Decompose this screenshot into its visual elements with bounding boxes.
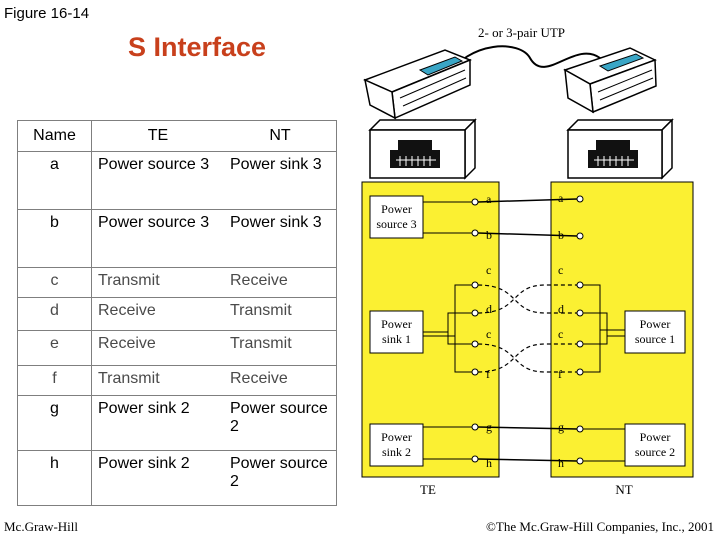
svg-text:h: h	[486, 456, 492, 470]
svg-text:f: f	[558, 367, 562, 381]
te-power-sink-2-box: Power sink 2	[369, 423, 424, 467]
copyright-footer: ©The Mc.Graw-Hill Companies, Inc., 2001	[486, 519, 714, 534]
te-wiring	[423, 201, 472, 460]
svg-text:source 2: source 2	[635, 445, 675, 459]
table-row: f Transmit Receive	[17, 365, 337, 396]
row-nt: Transmit	[224, 330, 337, 366]
row-te: Receive	[91, 297, 224, 331]
table-row: c Transmit Receive	[17, 267, 337, 298]
svg-text:d: d	[486, 302, 492, 316]
row-te: Power sink 2	[91, 395, 224, 451]
row-te: Transmit	[91, 365, 224, 396]
svg-text:c: c	[486, 327, 491, 341]
row-name: f	[17, 365, 92, 396]
svg-text:a: a	[486, 192, 492, 206]
row-name: g	[17, 395, 92, 451]
slide-title: S Interface	[128, 32, 267, 62]
twisted-pair-wires	[477, 284, 577, 373]
te-plug-icon	[363, 49, 472, 120]
table-row: h Power sink 2 Power source 2	[17, 450, 337, 506]
row-nt: Transmit	[224, 297, 337, 331]
row-te: Receive	[91, 330, 224, 366]
figure-label: Figure 16-14	[4, 5, 90, 22]
te-jack-icon	[368, 118, 477, 180]
header-nt: NT	[224, 120, 337, 152]
row-nt: Power sink 3	[224, 151, 337, 210]
row-name: a	[17, 151, 92, 210]
svg-text:Power: Power	[640, 317, 671, 331]
table-row: e Receive Transmit	[17, 330, 337, 366]
row-name: c	[17, 267, 92, 298]
row-te: Power source 3	[91, 151, 224, 210]
svg-text:c: c	[558, 263, 563, 277]
svg-text:Power: Power	[381, 317, 412, 331]
row-nt: Power sink 3	[224, 209, 337, 268]
cable-label: 2- or 3-pair UTP	[478, 25, 565, 40]
nt-power-source-2-box: Power source 2	[624, 423, 686, 467]
row-nt: Power source 2	[224, 395, 337, 451]
svg-text:d: d	[558, 302, 564, 316]
row-name: e	[17, 330, 92, 366]
interconnect-wires	[477, 198, 578, 462]
svg-text:Power: Power	[381, 430, 412, 444]
table-row: a Power source 3 Power sink 3	[17, 151, 337, 210]
svg-text:Power: Power	[640, 430, 671, 444]
svg-text:source 3: source 3	[376, 217, 416, 231]
nt-jack-icon	[566, 118, 674, 180]
publisher-footer: Mc.Graw-Hill	[4, 519, 79, 534]
svg-text:g: g	[558, 420, 564, 434]
svg-text:c: c	[486, 263, 491, 277]
table-row: b Power source 3 Power sink 3	[17, 209, 337, 268]
svg-text:source 1: source 1	[635, 332, 675, 346]
table-header-row: Name TE NT	[17, 120, 337, 152]
svg-text:h: h	[558, 456, 564, 470]
svg-text:sink 1: sink 1	[382, 332, 411, 346]
row-name: b	[17, 209, 92, 268]
te-power-sink-1-box: Power sink 1	[369, 310, 424, 354]
row-nt: Power source 2	[224, 450, 337, 506]
svg-text:a: a	[558, 191, 564, 205]
svg-text:f: f	[486, 367, 490, 381]
pin-assignment-table: Name TE NT a Power source 3 Power sink 3…	[17, 120, 337, 506]
row-te: Power sink 2	[91, 450, 224, 506]
nt-label: NT	[615, 482, 632, 497]
nt-wiring	[583, 284, 625, 462]
svg-text:sink 2: sink 2	[382, 445, 411, 459]
te-power-source-3-box: Power source 3	[369, 195, 424, 239]
header-name: Name	[17, 120, 92, 152]
row-te: Transmit	[91, 267, 224, 298]
utp-cable	[444, 45, 601, 79]
table-row: g Power sink 2 Power source 2	[17, 395, 337, 451]
svg-text:c: c	[558, 327, 563, 341]
header-te: TE	[91, 120, 224, 152]
row-nt: Receive	[224, 365, 337, 396]
table-row: d Receive Transmit	[17, 297, 337, 331]
row-te: Power source 3	[91, 209, 224, 268]
row-name: h	[17, 450, 92, 506]
nt-power-source-1-box: Power source 1	[624, 310, 686, 354]
te-label: TE	[420, 482, 436, 497]
row-name: d	[17, 297, 92, 331]
svg-text:b: b	[486, 228, 492, 242]
row-nt: Receive	[224, 267, 337, 298]
svg-text:Power: Power	[381, 202, 412, 216]
nt-plug-icon	[563, 47, 657, 114]
